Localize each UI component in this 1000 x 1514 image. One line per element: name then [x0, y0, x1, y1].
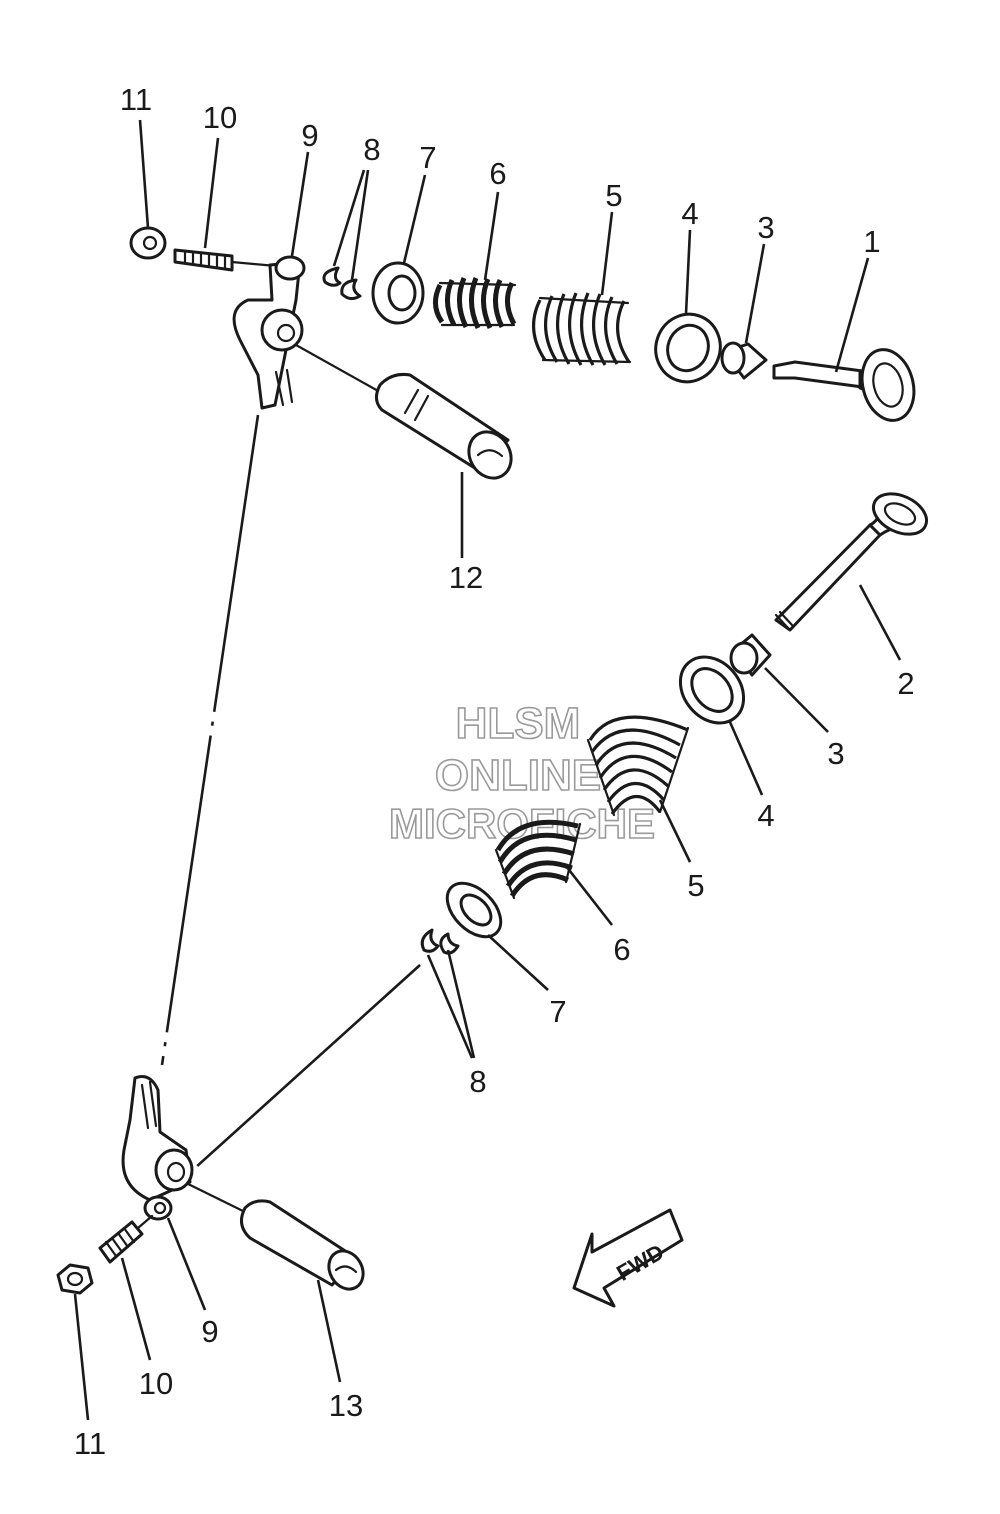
top-spring-retainer	[371, 261, 425, 325]
leader-top-10	[203, 137, 220, 249]
leader-bot-2	[858, 584, 902, 661]
callout-bot-10: 10	[139, 1366, 173, 1401]
bottom-rocker-arm	[121, 1075, 194, 1221]
leader-lines	[73, 119, 902, 1421]
leader-top-1	[834, 257, 870, 373]
callout-bot-3: 3	[827, 736, 844, 771]
leader-bot-5	[658, 799, 692, 863]
bottom-valve-cotters	[420, 928, 460, 955]
leader-top-3	[744, 243, 766, 344]
callout-top-7: 7	[419, 140, 436, 175]
callout-top-1: 1	[863, 224, 880, 259]
bottom-valve	[774, 492, 928, 632]
callout-bot-5: 5	[687, 868, 704, 903]
leader-top-4	[684, 229, 692, 315]
leader-top-8a	[332, 169, 366, 267]
centerline-upper-shaft	[294, 343, 382, 394]
top-valve	[772, 348, 916, 422]
callout-top-5: 5	[605, 178, 622, 213]
leader-top-11	[138, 119, 150, 229]
top-stem-seal	[720, 341, 768, 380]
watermark-line1: HLSM	[456, 699, 581, 748]
callout-bot-4: 4	[757, 798, 774, 833]
leader-bot-4	[728, 721, 764, 796]
leader-bot-10	[120, 1257, 152, 1361]
callout-top-6: 6	[489, 156, 506, 191]
callout-top-12: 12	[449, 560, 483, 595]
leader-top-6	[483, 191, 500, 281]
leader-bot-8a	[426, 954, 474, 1059]
leader-top-9	[290, 151, 310, 257]
bottom-lock-nut	[56, 1263, 94, 1295]
bottom-rocker-shaft	[239, 1199, 365, 1291]
leader-bot-3	[764, 667, 829, 733]
centerline-lower-rocker	[194, 964, 421, 1169]
leader-bot-13	[316, 1279, 342, 1383]
top-spring-seat-washer	[654, 312, 722, 384]
bottom-stem-seal	[729, 633, 772, 677]
callout-bot-6: 6	[613, 932, 630, 967]
bottom-adjuster-screw	[98, 1214, 154, 1264]
leader-top-8b	[350, 169, 370, 281]
callout-bot-7: 7	[549, 994, 566, 1029]
callout-bot-13: 13	[329, 1388, 363, 1423]
leader-top-5	[600, 211, 614, 296]
watermark: HLSM ONLINE MICROFICHE	[388, 698, 656, 848]
bottom-inner-spring	[494, 819, 582, 900]
leader-bot-7	[487, 934, 549, 991]
callout-top-11: 11	[120, 82, 152, 117]
leader-bot-9	[166, 1217, 207, 1311]
leader-top-7	[402, 174, 427, 264]
callout-top-4: 4	[681, 196, 698, 231]
centerline-rocker-link	[160, 414, 260, 1066]
callout-top-9: 9	[301, 118, 318, 153]
fwd-direction-arrow: FWD	[572, 1208, 684, 1308]
top-adjuster-screw	[173, 248, 278, 272]
top-inner-spring	[433, 277, 517, 330]
leader-bot-6	[564, 865, 614, 926]
top-rocker-shaft	[375, 373, 513, 480]
watermark-line2: ONLINE	[435, 751, 601, 800]
top-outer-spring	[531, 292, 632, 366]
bottom-outer-spring	[586, 715, 690, 817]
callout-bot-9: 9	[201, 1314, 218, 1349]
callout-top-10: 10	[203, 100, 237, 135]
top-valve-cotters	[322, 266, 362, 301]
centerline-lower-shaft	[178, 1178, 247, 1214]
callout-bot-11: 11	[74, 1426, 106, 1461]
leader-bot-11	[73, 1293, 90, 1421]
bottom-spring-retainer	[445, 881, 503, 939]
callout-top-3: 3	[757, 210, 774, 245]
callout-numbers: 11 10 9 8 7 6 5 4 3 1 12 2 3 4 5 6 7 8 9…	[74, 82, 915, 1461]
top-lock-nut	[129, 226, 167, 260]
callout-bot-2: 2	[897, 666, 914, 701]
callout-bot-8: 8	[469, 1064, 486, 1099]
bottom-spring-seat-washer	[678, 655, 746, 725]
leader-bot-8b	[446, 949, 476, 1059]
callout-top-8: 8	[363, 132, 380, 167]
top-rocker-arm	[232, 255, 306, 410]
